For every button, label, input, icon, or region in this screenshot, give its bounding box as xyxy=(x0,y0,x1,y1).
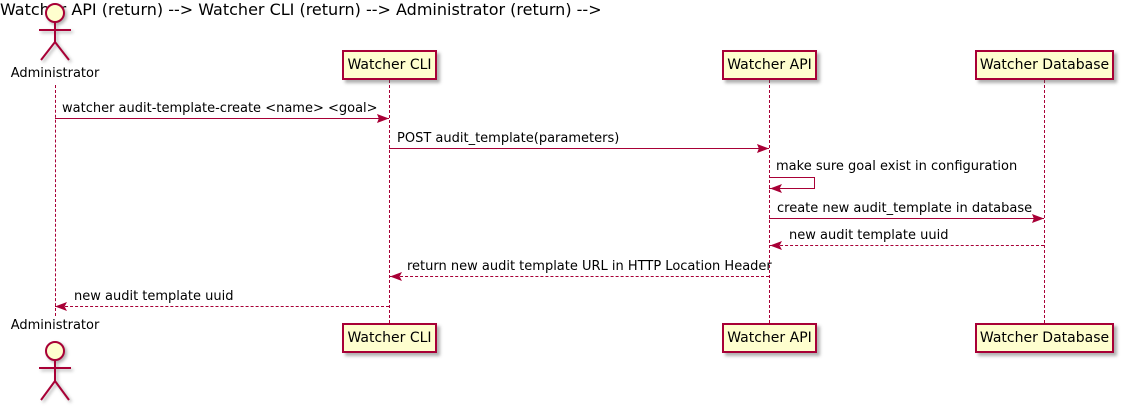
message-5-label: new audit template uuid xyxy=(789,228,949,243)
participant-watcher-database-top: Watcher Database xyxy=(975,50,1114,80)
message-3-label: make sure goal exist in configuration xyxy=(776,159,1018,174)
lifeline-watcher-database xyxy=(1044,80,1045,323)
message-5-arrowhead xyxy=(770,241,782,250)
message-1-label: watcher audit-template-create <name> <go… xyxy=(62,101,378,116)
message-5-line xyxy=(770,245,1044,246)
message-2-label: POST audit_template(parameters) xyxy=(397,131,620,146)
actor-icon-bottom xyxy=(39,341,71,401)
message-1-line xyxy=(55,118,389,119)
participant-watcher-api-bottom: Watcher API xyxy=(722,323,817,353)
lifeline-watcher-api xyxy=(769,80,770,323)
message-2-line xyxy=(389,148,769,149)
message-1-arrowhead xyxy=(377,114,389,123)
message-6-arrowhead xyxy=(390,272,402,281)
message-3-self-loop xyxy=(769,177,815,189)
lifeline-administrator xyxy=(55,85,56,316)
actor-label-top: Administrator xyxy=(10,66,100,81)
message-7-line xyxy=(55,306,389,307)
actor-label-bottom: Administrator xyxy=(10,318,100,333)
participant-watcher-cli-bottom: Watcher CLI xyxy=(342,323,437,353)
message-6-line xyxy=(390,276,769,277)
message-4-label: create new audit_template in database xyxy=(777,201,1033,216)
message-7-arrowhead xyxy=(55,302,67,311)
message-4-line xyxy=(769,218,1044,219)
lifeline-watcher-cli xyxy=(389,80,390,323)
message-4-arrowhead xyxy=(1032,214,1044,223)
message-2-arrowhead xyxy=(757,144,769,153)
actor-icon-top xyxy=(39,3,71,61)
participant-watcher-database-bottom: Watcher Database xyxy=(975,323,1114,353)
message-7-label: new audit template uuid xyxy=(74,289,234,304)
message-6-label: return new audit template URL in HTTP Lo… xyxy=(407,259,772,274)
participant-watcher-api-top: Watcher API xyxy=(722,50,817,80)
participant-watcher-cli-top: Watcher CLI xyxy=(342,50,437,80)
message-3-arrowhead xyxy=(770,184,782,193)
